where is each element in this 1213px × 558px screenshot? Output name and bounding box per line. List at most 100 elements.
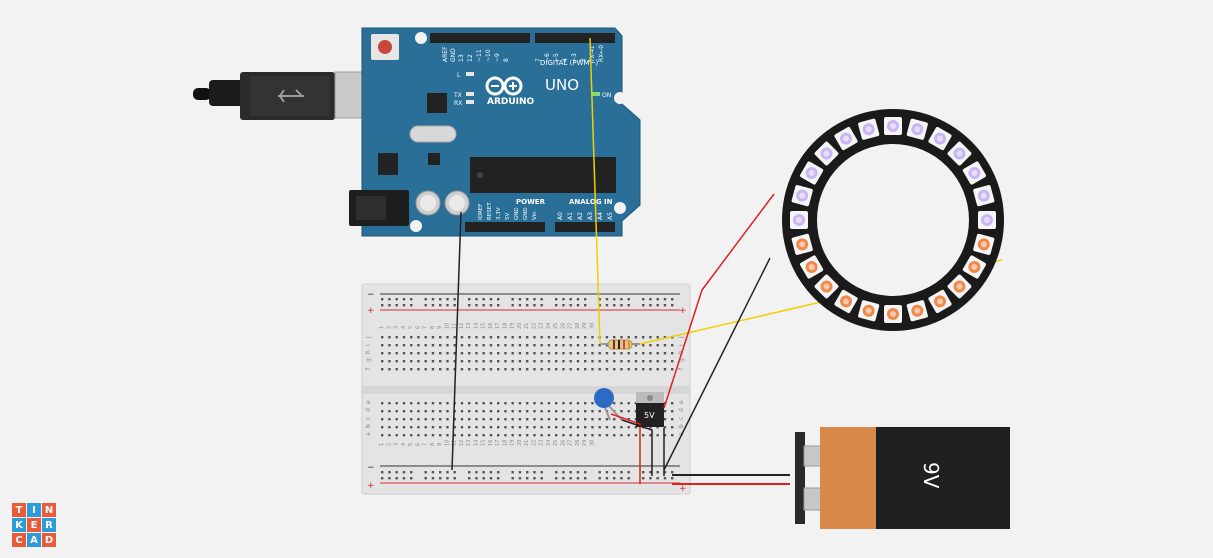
battery-label: 9V — [919, 462, 943, 489]
rx-label: RX — [454, 100, 462, 107]
column-number: 5 — [408, 326, 414, 329]
row-letter: f — [365, 367, 372, 370]
logo-letter: R — [42, 518, 56, 532]
column-number: 6 — [415, 443, 421, 446]
digital-pin-label: 12 — [467, 54, 474, 62]
resistor[interactable] — [600, 339, 640, 350]
column-number: 27 — [568, 323, 574, 329]
digital-pin-label: ~10 — [485, 49, 492, 62]
neopixel-led — [906, 300, 928, 322]
digital-label: DIGITAL (PWM~) — [540, 59, 598, 67]
column-number: 27 — [568, 440, 574, 446]
column-number: 17 — [495, 440, 501, 446]
analog-pin-label: A1 — [567, 212, 574, 220]
wires[interactable] — [451, 37, 1003, 485]
neopixel-led — [906, 118, 928, 140]
analog-header[interactable] — [555, 222, 615, 232]
neopixel-led — [947, 274, 972, 299]
neopixel-led — [800, 255, 824, 279]
mounting-hole — [614, 202, 626, 214]
column-number: 30 — [589, 323, 595, 329]
digital-pin-label: ~6 — [544, 53, 551, 62]
led-on — [592, 92, 600, 96]
neopixel-led — [814, 141, 839, 166]
microcontroller-chip — [470, 157, 616, 193]
neopixel-led — [884, 305, 902, 323]
ring-leds — [790, 117, 996, 323]
column-number: 24 — [546, 323, 552, 329]
neopixel-led — [791, 185, 813, 207]
column-number: 24 — [546, 440, 552, 446]
column-number: 28 — [575, 323, 581, 329]
column-number: 26 — [560, 440, 566, 446]
column-number: 3 — [394, 326, 400, 329]
wire-red-regulator-input[interactable] — [610, 413, 641, 484]
column-number: 15 — [481, 323, 487, 329]
rail-plus-top: + — [367, 306, 375, 316]
capacitor-right — [444, 190, 470, 216]
battery-9v[interactable]: 9V — [795, 427, 1010, 529]
logo-letter: A — [27, 533, 41, 547]
column-number: 14 — [473, 440, 479, 446]
column-number: 23 — [539, 323, 545, 329]
digital-header[interactable] — [430, 33, 615, 43]
column-number: 5 — [408, 443, 414, 446]
column-number: 29 — [582, 323, 588, 329]
column-number: 1 — [379, 326, 385, 329]
regulator-label: 5V — [644, 411, 655, 420]
neopixel-led — [790, 211, 808, 229]
row-letter: g — [678, 358, 685, 362]
row-letter: b — [365, 424, 372, 428]
neopixel-led — [858, 300, 880, 322]
digital-pin-label: 7 — [535, 58, 542, 62]
neopixel-led — [834, 127, 858, 151]
column-number: 8 — [430, 326, 436, 329]
neopixel-led — [814, 274, 839, 299]
column-number: 23 — [539, 440, 545, 446]
row-letter: d — [365, 408, 372, 412]
neopixel-led — [858, 118, 880, 140]
digital-pin-label: 2 — [580, 58, 587, 62]
digital-pin-label: ~3 — [571, 53, 578, 62]
wire-red-regulator-to-ring[interactable] — [663, 193, 775, 409]
power-header[interactable] — [465, 222, 545, 232]
on-label: ON — [602, 92, 611, 99]
column-number: 29 — [582, 440, 588, 446]
led-tx — [466, 92, 474, 96]
logo-letter: T — [12, 503, 26, 517]
power-pin-label: GND — [514, 207, 520, 220]
breadboard-column-numbers: 1122334455667788991010111112121313141415… — [379, 323, 595, 446]
column-number: 18 — [502, 323, 508, 329]
wire-yellow-arduino-to-resistor[interactable] — [589, 37, 601, 345]
reset-button[interactable] — [371, 34, 399, 60]
digital-pin-label: 13 — [458, 54, 465, 62]
rail-plus-bottom-right: + — [679, 484, 687, 494]
wire-black-regulator-to-ring[interactable] — [663, 257, 771, 471]
column-number: 19 — [510, 323, 516, 329]
wire-black-gnd-to-breadboard[interactable] — [451, 211, 462, 471]
column-number: 10 — [444, 323, 450, 329]
column-number: 11 — [452, 323, 458, 329]
column-number: 21 — [524, 440, 530, 446]
row-letter: e — [678, 400, 685, 404]
row-letter: g — [365, 358, 372, 362]
column-number: 22 — [531, 323, 537, 329]
digital-pin-label: RX←0 — [598, 45, 605, 62]
column-number: 13 — [466, 323, 472, 329]
neopixel-ring[interactable] — [782, 109, 1004, 331]
analog-pin-label: A4 — [597, 212, 604, 220]
dc-power-jack[interactable] — [349, 190, 409, 226]
wire-black-regulator-gnd[interactable] — [621, 419, 653, 476]
breadboard[interactable]: − + − + + + 1122334455667788991010111112… — [361, 283, 691, 495]
row-letter: j — [365, 336, 372, 339]
arduino-uno-board[interactable]: ARDUINO UNO DIGITAL (PWM~) POWER ANALOG … — [349, 27, 641, 237]
gnd-label: GND — [450, 48, 457, 62]
power-pin-label: RESET — [487, 202, 493, 220]
voltage-regulator[interactable]: 5V — [636, 392, 664, 427]
row-letter: f — [678, 367, 685, 370]
rail-minus-top: − — [367, 290, 375, 300]
row-letter: c — [365, 417, 372, 420]
